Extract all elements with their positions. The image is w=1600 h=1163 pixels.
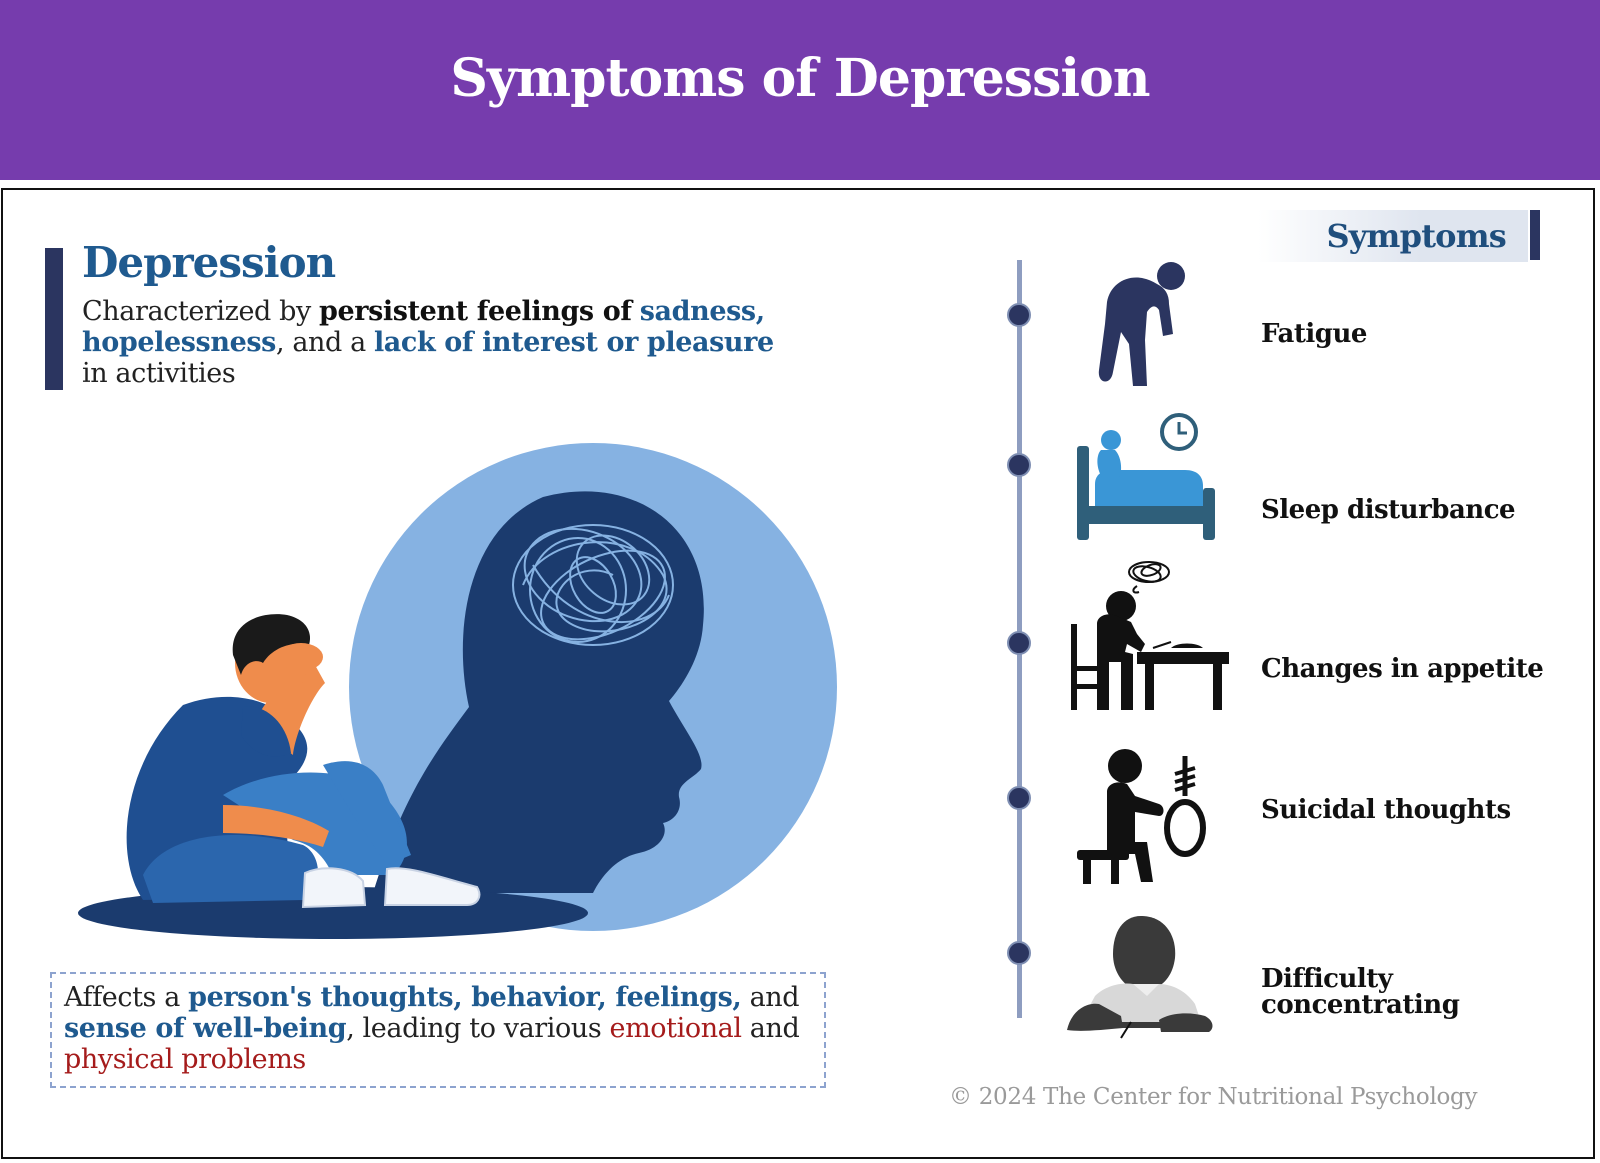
depressed-man-illustration xyxy=(78,443,837,939)
man-seated-leg xyxy=(143,835,318,903)
stooped-person-icon xyxy=(1098,262,1185,386)
man-shoe-right xyxy=(383,867,481,906)
definition-text-part: sadness, hopelessness xyxy=(82,296,765,358)
effects-text-part: emotional xyxy=(609,1013,743,1044)
definition-accent-bar xyxy=(45,248,63,390)
effects-text-part: and xyxy=(741,1013,800,1044)
timeline-dot xyxy=(1007,786,1031,810)
page-title: Symptoms of Depression xyxy=(450,47,1150,109)
symptoms-heading-tab: Symptoms xyxy=(1258,210,1528,262)
definition-text-part xyxy=(632,296,640,327)
symptom-label: Suicidal thoughts xyxy=(1261,795,1511,825)
symptoms-accent-bar xyxy=(1530,210,1540,260)
definition-text-part: in activities xyxy=(82,358,236,389)
effects-text-part: person's thoughts, behavior, feelings, xyxy=(188,982,742,1013)
effects-text-part: , leading to various xyxy=(346,1013,610,1044)
tangled-thoughts-scribble xyxy=(512,524,674,646)
timeline-dot xyxy=(1007,453,1031,477)
symptom-label: Sleep disturbance xyxy=(1261,495,1516,525)
content-frame: Depression Characterized by persistent f… xyxy=(1,188,1595,1159)
symptom-label: Fatigue xyxy=(1261,319,1367,349)
man-shin xyxy=(323,761,411,865)
effects-callout: Affects a person's thoughts, behavior, f… xyxy=(50,972,826,1088)
symptom-label: Difficulty concentrating xyxy=(1261,964,1460,1020)
effects-text-part: physical problems xyxy=(64,1044,306,1075)
person-writing-icon xyxy=(1067,916,1213,1039)
definition-heading: Depression xyxy=(82,238,336,287)
effects-text-part: sense of well-being xyxy=(64,1013,347,1044)
definition-text-part: persistent feelings of xyxy=(319,296,632,327)
copyright-notice: © 2024 The Center for Nutritional Psycho… xyxy=(949,1084,1478,1110)
person-with-noose-icon xyxy=(1077,749,1206,884)
man-sleeve xyxy=(241,706,291,757)
effects-text: Affects a person's thoughts, behavior, f… xyxy=(64,982,812,1075)
timeline-dot xyxy=(1007,941,1031,965)
definition-text-part: , and a xyxy=(275,327,374,358)
definition-text-part: Characterized by xyxy=(82,296,320,327)
person-at-table-icon xyxy=(1071,561,1229,710)
man-hand xyxy=(279,643,323,671)
symptoms-heading: Symptoms xyxy=(1326,217,1506,255)
man-lower-arm xyxy=(223,805,329,847)
timeline-dot xyxy=(1007,631,1031,655)
timeline-dot xyxy=(1007,303,1031,327)
man-hair xyxy=(232,614,311,675)
shadow-head-silhouette xyxy=(373,491,704,893)
bed-clock-icon xyxy=(1077,413,1215,540)
effects-text-part: Affects a xyxy=(64,982,189,1013)
definition-text: Characterized by persistent feelings of … xyxy=(82,296,802,389)
header-banner: Symptoms of Depression xyxy=(0,0,1600,180)
effects-text-part: and xyxy=(741,982,800,1013)
symptom-label: Changes in appetite xyxy=(1261,654,1544,684)
definition-text-part: lack of interest or pleasure xyxy=(373,327,774,358)
man-shoe-left xyxy=(301,867,367,909)
